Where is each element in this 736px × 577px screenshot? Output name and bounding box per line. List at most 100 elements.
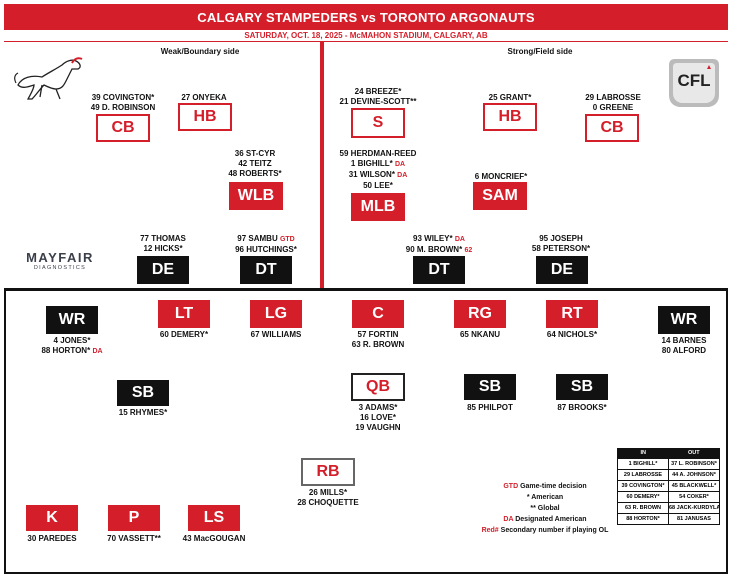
de-left-names: 77 THOMAS 12 HICKS*: [126, 234, 200, 254]
table-cell: 88 HORTON*: [626, 516, 660, 522]
position-rb: RB: [301, 458, 355, 486]
position-qb: QB: [351, 373, 405, 401]
position-sam: SAM: [473, 182, 527, 210]
strong-side-label: Strong/Field side: [507, 47, 573, 56]
position-c: C: [352, 300, 404, 328]
player-name: 1 BIGHILL*: [350, 159, 393, 168]
status-tag: DA: [394, 161, 406, 168]
wr-right-names: 14 BARNES 80 ALFORD: [648, 336, 720, 356]
dt-left-names: 97 SAMBU GTD 96 HUTCHINGS*: [222, 234, 310, 255]
legend: GTD Game-time decision * American ** Glo…: [480, 481, 610, 536]
player-name: 29 LABROSSE: [585, 93, 641, 102]
player-name: 19 VAUGHN: [355, 423, 401, 432]
player-name: 14 BARNES: [661, 336, 707, 345]
position-wr-left: WR: [46, 306, 98, 334]
table-cell: 81 JANUSAS: [668, 514, 719, 524]
legend-key: DA: [503, 516, 514, 523]
player-name: 97 SAMBU: [237, 234, 278, 243]
sponsor-subtitle: DIAGNOSTICS: [33, 265, 87, 271]
wr-left-names: 4 JONES* 88 HORTON* DA: [30, 336, 114, 357]
cb-left-names: 39 COVINGTON* 49 D. ROBINSON: [82, 93, 164, 113]
player-name: 43 MacGOUGAN: [182, 534, 246, 543]
lt-names: 60 DEMERY*: [148, 330, 220, 340]
position-wr-right: WR: [658, 306, 710, 334]
position-dt-left: DT: [240, 256, 292, 284]
frame-right: [726, 288, 728, 574]
player-name: 26 MILLS*: [308, 488, 348, 497]
mlb-names: 59 HERDMAN-REED 1 BIGHILL* DA 31 WILSON*…: [330, 149, 426, 191]
legend-text: Designated American: [515, 516, 587, 523]
s-names: 24 BREEZE* 21 DEVINE-SCOTT**: [335, 87, 421, 107]
table-cell: 60 DEMERY*: [626, 494, 660, 500]
position-ls: LS: [188, 505, 240, 531]
table-row: 39 COVINGTON*45 BLACKWELL*: [618, 480, 719, 491]
player-name: 58 PETERSON*: [531, 244, 591, 253]
table-row: 88 HORTON* 81 JANUSAS: [618, 513, 719, 524]
lg-names: 67 WILLIAMS: [240, 330, 312, 340]
player-name: 31 WILSON*: [348, 170, 395, 179]
position-de-left: DE: [137, 256, 189, 284]
status-tag: DA: [92, 348, 103, 355]
table-cell: 63 R. BROWN: [624, 505, 662, 511]
position-p: P: [108, 505, 160, 531]
line-of-scrimmage: [4, 288, 728, 291]
position-lt: LT: [158, 300, 210, 328]
cfl-logo: CFL: [667, 55, 721, 109]
player-name: 64 NICHOLS*: [546, 330, 598, 339]
table-header: IN OUT: [618, 449, 719, 458]
table-row: 1 BIGHILL* 37 L. ROBINSON*: [618, 458, 719, 469]
position-sb-mid: SB: [464, 374, 516, 400]
qb-names: 3 ADAMS* 16 LOVE* 19 VAUGHN: [338, 403, 418, 433]
player-name: 48 ROBERTS*: [228, 169, 282, 178]
position-k: K: [26, 505, 78, 531]
position-rt: RT: [546, 300, 598, 328]
player-name: 39 COVINGTON*: [91, 93, 155, 102]
player-name: 60 DEMERY*: [159, 330, 209, 339]
table-cell: 37 L. ROBINSON*: [668, 459, 719, 469]
position-de-right: DE: [536, 256, 588, 284]
status-tag: 62: [464, 247, 473, 254]
position-mlb: MLB: [351, 193, 405, 221]
player-name: 21 DEVINE-SCOTT**: [339, 97, 417, 106]
cb-right-names: 29 LABROSSE 0 GREENE: [578, 93, 648, 113]
position-cb-right: CB: [585, 114, 639, 142]
frame-left: [4, 288, 6, 574]
position-cb-left: CB: [96, 114, 150, 142]
player-name: 16 LOVE*: [359, 413, 396, 422]
legend-text: * American: [526, 494, 564, 501]
out-header: OUT: [687, 450, 700, 456]
player-name: 30 PAREDES: [27, 534, 77, 543]
position-s: S: [351, 108, 405, 138]
in-header: IN: [640, 450, 647, 456]
player-name: 28 CHOQUETTE: [297, 498, 359, 507]
rb-names: 26 MILLS* 28 CHOQUETTE: [288, 488, 368, 508]
table-cell: 1 BIGHILL*: [628, 461, 658, 467]
de-right-names: 95 JOSEPH 58 PETERSON*: [524, 234, 598, 254]
player-name: 65 NKANU: [459, 330, 500, 339]
ls-names: 43 MacGOUGAN: [176, 534, 252, 544]
legend-key: GTD: [503, 483, 519, 490]
player-name: 96 HUTCHINGS*: [235, 245, 297, 254]
hb-right-names: 25 GRANT*: [478, 93, 542, 103]
sponsor-name: MAYFAIR: [26, 250, 94, 265]
table-row: 60 DEMERY* 54 COKER*: [618, 491, 719, 502]
player-name: 4 JONES*: [53, 336, 91, 345]
p-names: 70 VASSETT**: [96, 534, 172, 544]
sb-right-names: 87 BROOKS*: [546, 403, 618, 413]
sponsor-logo: MAYFAIR DIAGNOSTICS: [20, 250, 100, 271]
rg-names: 65 NKANU: [444, 330, 516, 340]
player-name: 49 D. ROBINSON: [90, 103, 156, 112]
hb-left-names: 27 ONYEKA: [168, 93, 240, 103]
legend-text: Secondary number if playing OL: [500, 527, 609, 534]
player-name: 36 ST-CYR: [234, 149, 276, 158]
weak-side-label: Weak/Boundary side: [160, 47, 240, 56]
position-sb-left: SB: [117, 380, 169, 406]
player-name: 3 ADAMS*: [358, 403, 398, 412]
player-name: 6 MONCRIEF*: [474, 172, 528, 181]
player-name: 90 M. BROWN*: [405, 245, 463, 254]
player-name: 15 RHYMES*: [118, 408, 168, 417]
roster-changes-table: IN OUT 1 BIGHILL* 37 L. ROBINSON* 29 LABR…: [617, 448, 720, 525]
table-cell: 54 COKER*: [668, 492, 719, 502]
